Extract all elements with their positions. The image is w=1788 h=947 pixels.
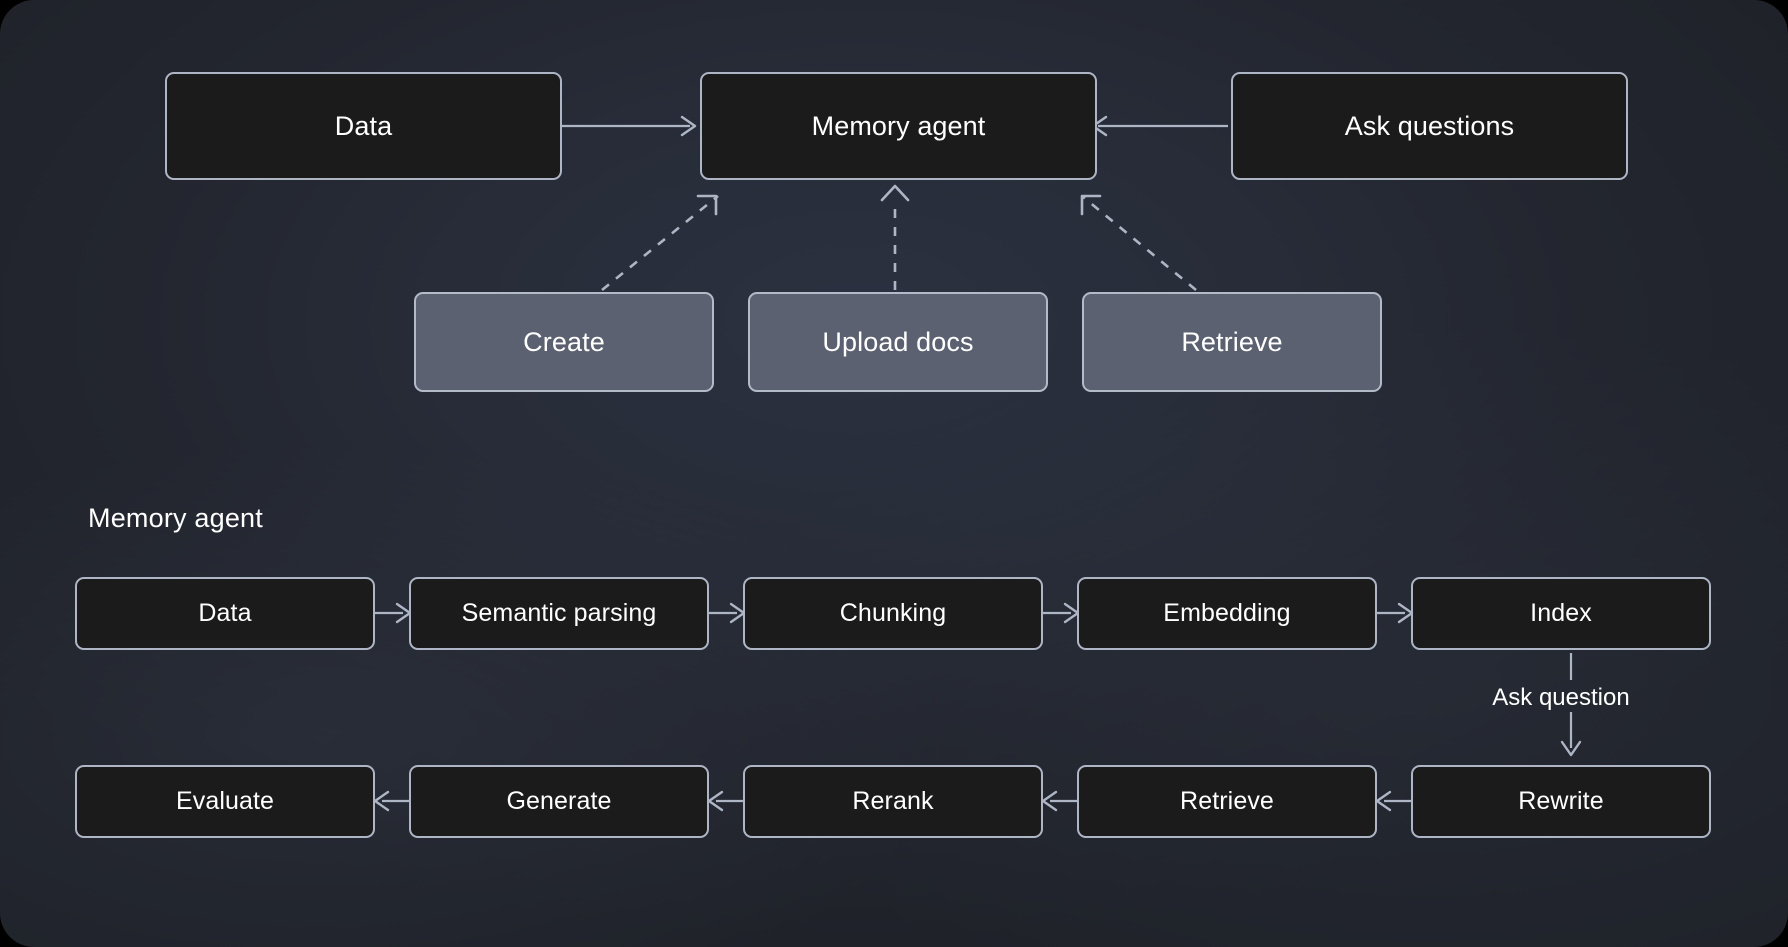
section-title-memory-agent: Memory agent: [88, 503, 263, 533]
connector-rewrite-to-retrieve: [1375, 790, 1412, 812]
node-retrieve-capability[interactable]: Retrieve: [1082, 292, 1382, 392]
connector-embedding-to-index: [1377, 602, 1414, 624]
node-label: Upload docs: [822, 326, 974, 357]
node-pipeline-evaluate[interactable]: Evaluate: [75, 765, 375, 838]
node-label: Create: [523, 326, 605, 357]
node-label: Ask questions: [1344, 110, 1515, 141]
connector-rerank-to-generate: [707, 790, 744, 812]
node-data-top[interactable]: Data: [165, 72, 562, 180]
node-label: Data: [198, 599, 252, 627]
connector-data-to-memory-agent: [562, 115, 697, 137]
node-label: Evaluate: [175, 787, 275, 815]
node-pipeline-generate[interactable]: Generate: [409, 765, 709, 838]
node-pipeline-rewrite[interactable]: Rewrite: [1411, 765, 1711, 838]
node-label: Rerank: [852, 787, 934, 815]
node-label: Data: [334, 110, 393, 141]
node-memory-agent[interactable]: Memory agent: [700, 72, 1097, 180]
node-upload-docs[interactable]: Upload docs: [748, 292, 1048, 392]
node-pipeline-embedding[interactable]: Embedding: [1077, 577, 1377, 650]
connector-ask-questions-to-memory-agent: [1091, 115, 1228, 137]
node-ask-questions[interactable]: Ask questions: [1231, 72, 1628, 180]
node-pipeline-semantic-parsing[interactable]: Semantic parsing: [409, 577, 709, 650]
node-pipeline-rerank[interactable]: Rerank: [743, 765, 1043, 838]
node-label: Chunking: [839, 599, 947, 627]
connector-data-to-semantic-parsing: [375, 602, 412, 624]
node-label: Index: [1530, 599, 1592, 627]
connector-create-to-memory-agent: [601, 194, 719, 292]
node-label: Memory agent: [811, 110, 986, 141]
connector-chunking-to-embedding: [1043, 602, 1080, 624]
connector-upload-docs-to-memory-agent: [880, 184, 910, 290]
node-label: Embedding: [1163, 599, 1291, 627]
node-pipeline-chunking[interactable]: Chunking: [743, 577, 1043, 650]
connector-retrieve-to-rerank: [1041, 790, 1078, 812]
connector-semantic-parsing-to-chunking: [709, 602, 746, 624]
edge-label-ask-question: Ask question: [1492, 684, 1630, 711]
node-create[interactable]: Create: [414, 292, 714, 392]
connector-generate-to-evaluate: [373, 790, 410, 812]
node-label: Generate: [506, 787, 612, 815]
node-pipeline-index[interactable]: Index: [1411, 577, 1711, 650]
node-label: Retrieve: [1180, 787, 1274, 815]
node-label: Rewrite: [1518, 787, 1604, 815]
connector-retrieve-to-memory-agent: [1080, 194, 1197, 292]
node-label: Semantic parsing: [461, 599, 657, 627]
node-pipeline-retrieve[interactable]: Retrieve: [1077, 765, 1377, 838]
node-pipeline-data[interactable]: Data: [75, 577, 375, 650]
node-label: Retrieve: [1181, 326, 1283, 357]
